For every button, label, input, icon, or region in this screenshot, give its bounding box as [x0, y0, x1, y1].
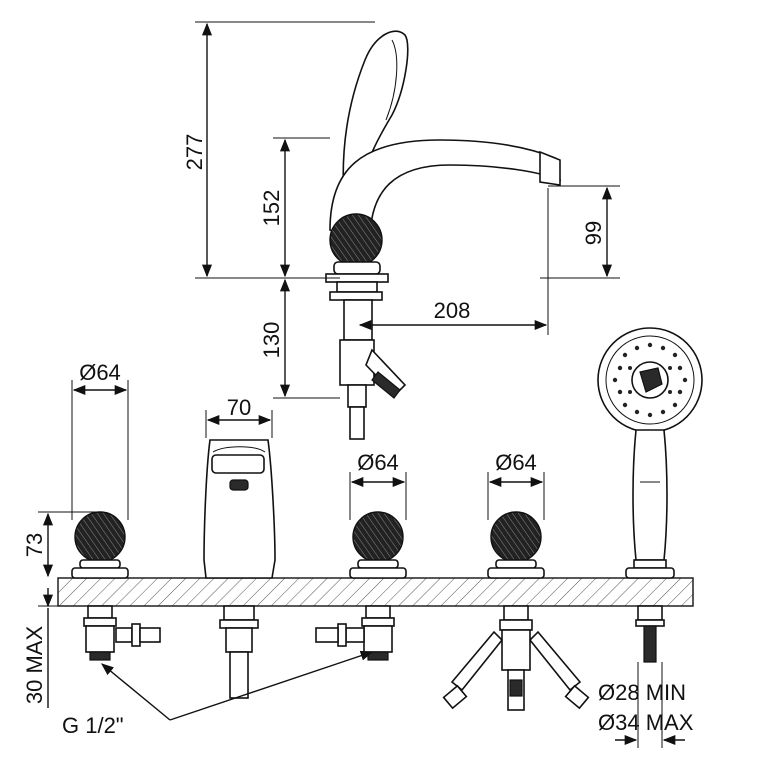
dim-277: 277 — [182, 134, 207, 171]
diverter-valve — [442, 511, 590, 711]
dim-208: 208 — [434, 298, 471, 323]
dim-70: 70 — [227, 395, 251, 420]
thread-label: G 1/2" — [62, 713, 124, 738]
dim-130: 130 — [259, 322, 284, 359]
middle-valve — [315, 511, 407, 661]
hole-min-label: Ø28 MIN — [598, 680, 686, 705]
side-dimensions: 277 152 130 99 208 — [182, 21, 620, 399]
dim-diameter-left: Ø64 — [79, 360, 121, 385]
dim-152: 152 — [259, 190, 284, 227]
front-dimensions: Ø64 70 Ø64 Ø64 73 30 MAX G 1/2" Ø28 MIN … — [22, 360, 694, 748]
dim-diameter-mid: Ø64 — [357, 450, 399, 475]
left-valve — [71, 511, 161, 661]
dim-diameter-right: Ø64 — [495, 450, 537, 475]
dim-99: 99 — [581, 221, 606, 245]
center-spout — [203, 439, 276, 699]
side-knob — [329, 213, 383, 267]
dim-73: 73 — [22, 533, 47, 557]
hole-max-label: Ø34 MAX — [598, 710, 694, 735]
deck-section — [57, 577, 694, 607]
handshower-front — [597, 327, 703, 663]
dim-30-max: 30 MAX — [22, 626, 47, 705]
side-view — [325, 30, 562, 440]
